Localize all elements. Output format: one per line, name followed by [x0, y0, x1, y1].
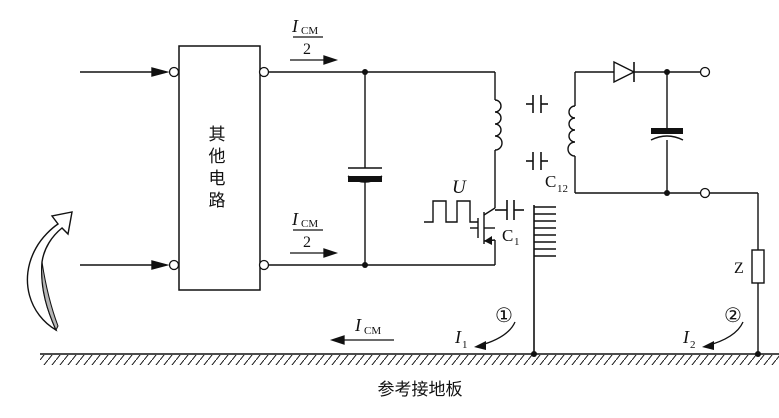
impedance-z — [751, 249, 765, 284]
icm-ground-sub: CM — [364, 325, 381, 337]
icm-top-label: I — [291, 16, 299, 36]
output-terminal — [699, 66, 711, 78]
current-i2-arrowhead — [702, 341, 714, 350]
current-arrows — [290, 55, 394, 345]
i1-sub: 1 — [462, 339, 468, 351]
icm-mid-label: I — [291, 209, 299, 229]
block-label-char: 其 — [209, 125, 226, 145]
primary-wires — [268, 71, 496, 266]
mosfet-arrow-icon — [484, 236, 492, 245]
icm-mid-den: 2 — [303, 234, 311, 251]
block-label-char: 他 — [209, 147, 226, 167]
ground-plane-label: 参考接地板 — [378, 380, 463, 400]
junction-dot — [362, 69, 368, 75]
icm-mid-sub: CM — [301, 218, 318, 230]
output-terminal — [699, 187, 711, 199]
secondary-winding — [567, 105, 576, 157]
diode — [613, 60, 636, 84]
i2-label: I — [682, 327, 690, 347]
circle-1-label: ① — [495, 305, 513, 327]
input-arrows — [80, 67, 170, 270]
c12-label: C — [545, 172, 556, 191]
current-i1-arrowhead — [474, 341, 486, 350]
other-circuit-block: 其 他 电 路 — [168, 45, 270, 291]
coupling-capacitor-c12 — [526, 152, 548, 170]
block-label-char: 电 — [209, 169, 226, 189]
c12-sub: 12 — [557, 183, 568, 195]
input-capacitor — [347, 167, 383, 183]
icm-top-den: 2 — [303, 41, 311, 58]
junction-dot — [362, 262, 368, 268]
z-label: Z — [734, 260, 744, 277]
icm-ground-label: I — [354, 315, 362, 335]
c1-sub: 1 — [514, 236, 520, 248]
u-label: U — [452, 177, 467, 198]
junction-dot — [664, 69, 670, 75]
i2-sub: 2 — [690, 339, 696, 351]
coupling-capacitor-top — [526, 95, 548, 113]
capacitor-c1 — [495, 200, 524, 220]
i1-label: I — [454, 327, 462, 347]
circle-2-label: ② — [724, 305, 742, 327]
block-label-char: 路 — [209, 191, 226, 211]
heatsink — [533, 205, 556, 352]
primary-winding — [494, 99, 503, 151]
junction-dot — [755, 351, 761, 357]
curved-arrow-icon — [26, 211, 73, 332]
secondary-wires — [574, 71, 759, 354]
c1-label: C — [502, 226, 513, 245]
square-wave-icon — [424, 200, 478, 223]
ground-plane — [40, 353, 779, 365]
junction-dot — [664, 190, 670, 196]
output-capacitor — [650, 128, 684, 141]
icm-top-sub: CM — [301, 25, 318, 37]
